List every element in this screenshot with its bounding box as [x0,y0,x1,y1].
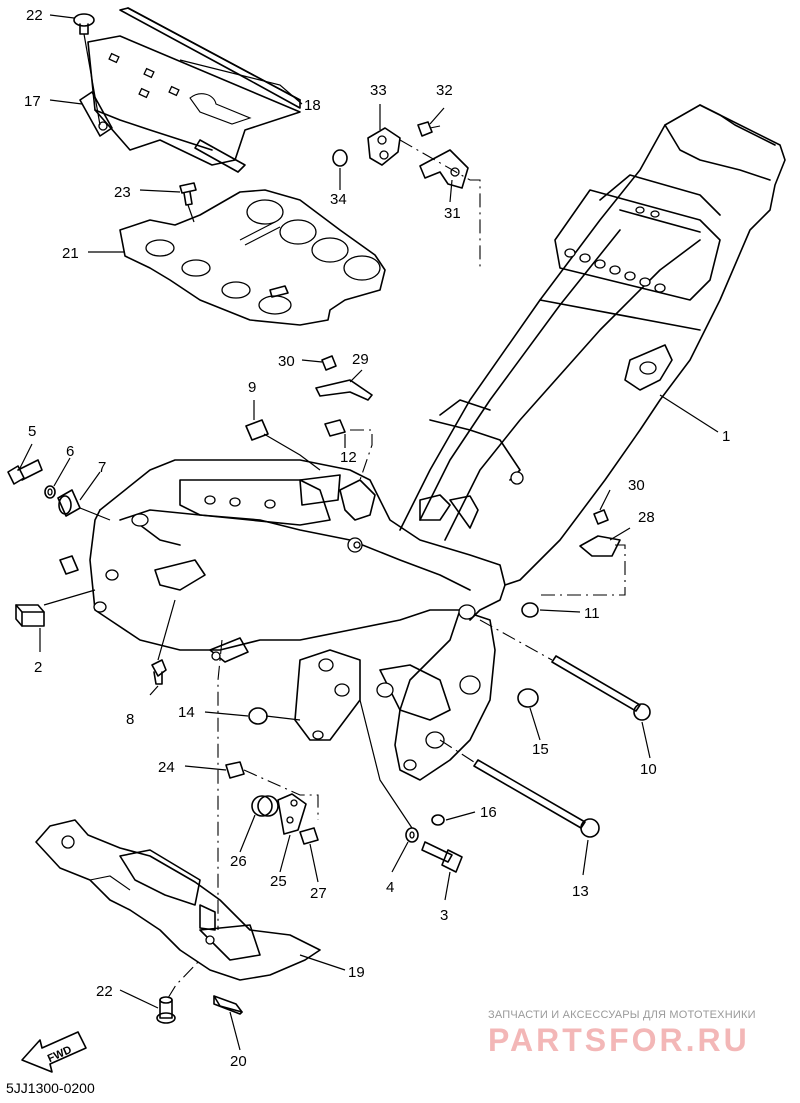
callout-13: 13 [572,883,589,900]
callout-2: 2 [34,659,42,676]
callout-25: 25 [270,873,287,890]
part-15-cap [517,688,539,708]
part-18-top-cover [87,7,301,173]
callout-12: 12 [340,449,357,466]
callout-16: 16 [480,804,497,821]
callout-4: 4 [386,879,394,896]
parts-3-4-bolt-washer [359,699,463,873]
parts-12-29-30-bracket [299,355,373,506]
callout-27: 27 [310,885,327,902]
part-22-rivet-top [73,13,101,126]
callout-31: 31 [444,205,461,222]
callout-28: 28 [638,509,655,526]
callout-18: 18 [304,97,321,114]
watermark-site: PARTSFOR.RU [488,1022,750,1058]
callout-6: 6 [66,443,74,460]
part-14-nut [248,707,301,725]
part-17-bracket [79,91,113,137]
callout-8: 8 [126,711,134,728]
callout-32: 32 [436,82,453,99]
callout-20: 20 [230,1053,247,1070]
diagram-code: 5JJ1300-0200 [6,1080,95,1096]
callout-30-upper: 30 [278,353,295,370]
callout-19: 19 [348,964,365,981]
part-23-screw [179,182,197,223]
callout-9: 9 [248,379,256,396]
callout-7: 7 [98,459,106,476]
callout-5: 5 [28,423,36,440]
parts-24-27-bracket [217,639,319,930]
part-8-bolt [151,599,176,685]
callout-14: 14 [178,704,195,721]
callout-labels: 1 2 3 4 5 6 7 8 9 10 11 12 13 14 15 16 1… [24,7,730,1070]
parts-5-6-7-bolt [7,459,111,521]
parts-28-30-side-bracket [540,509,626,596]
part-1-main-frame [59,104,786,781]
callout-23: 23 [114,184,131,201]
callout-15: 15 [532,741,549,758]
callout-22-top: 22 [26,7,43,24]
callout-17: 17 [24,93,41,110]
watermark-tagline: ЗАПЧАСТИ И АКСЕССУАРЫ ДЛЯ МОТОТЕХНИКИ [488,1009,756,1021]
callout-22-bottom: 22 [96,983,113,1000]
part-21-panel [119,189,386,326]
part-13-long-bolt [439,739,600,838]
part-2-block [15,589,96,627]
fwd-label: FWD [46,1044,74,1065]
fwd-arrow-icon: FWD [21,1031,87,1073]
callout-leaders [19,14,719,1051]
callout-24: 24 [158,759,175,776]
callout-11: 11 [584,605,600,622]
callout-26: 26 [230,853,247,870]
part-9-nut [245,419,321,471]
part-16-plug [431,814,445,826]
callout-29: 29 [352,351,369,368]
parts-31-34-bracket [332,121,481,270]
callout-10: 10 [640,761,657,778]
callout-34: 34 [330,191,347,208]
part-22-rivet-bottom [156,959,201,1024]
part-19-belly-pan [35,819,321,981]
callout-30-lower: 30 [628,477,645,494]
callout-3: 3 [440,907,448,924]
part-10-long-bolt [479,619,651,721]
part-11-nut [521,602,539,618]
part-20-block [213,995,243,1015]
callout-1: 1 [722,428,730,445]
callout-33: 33 [370,82,387,99]
callout-21: 21 [62,245,79,262]
